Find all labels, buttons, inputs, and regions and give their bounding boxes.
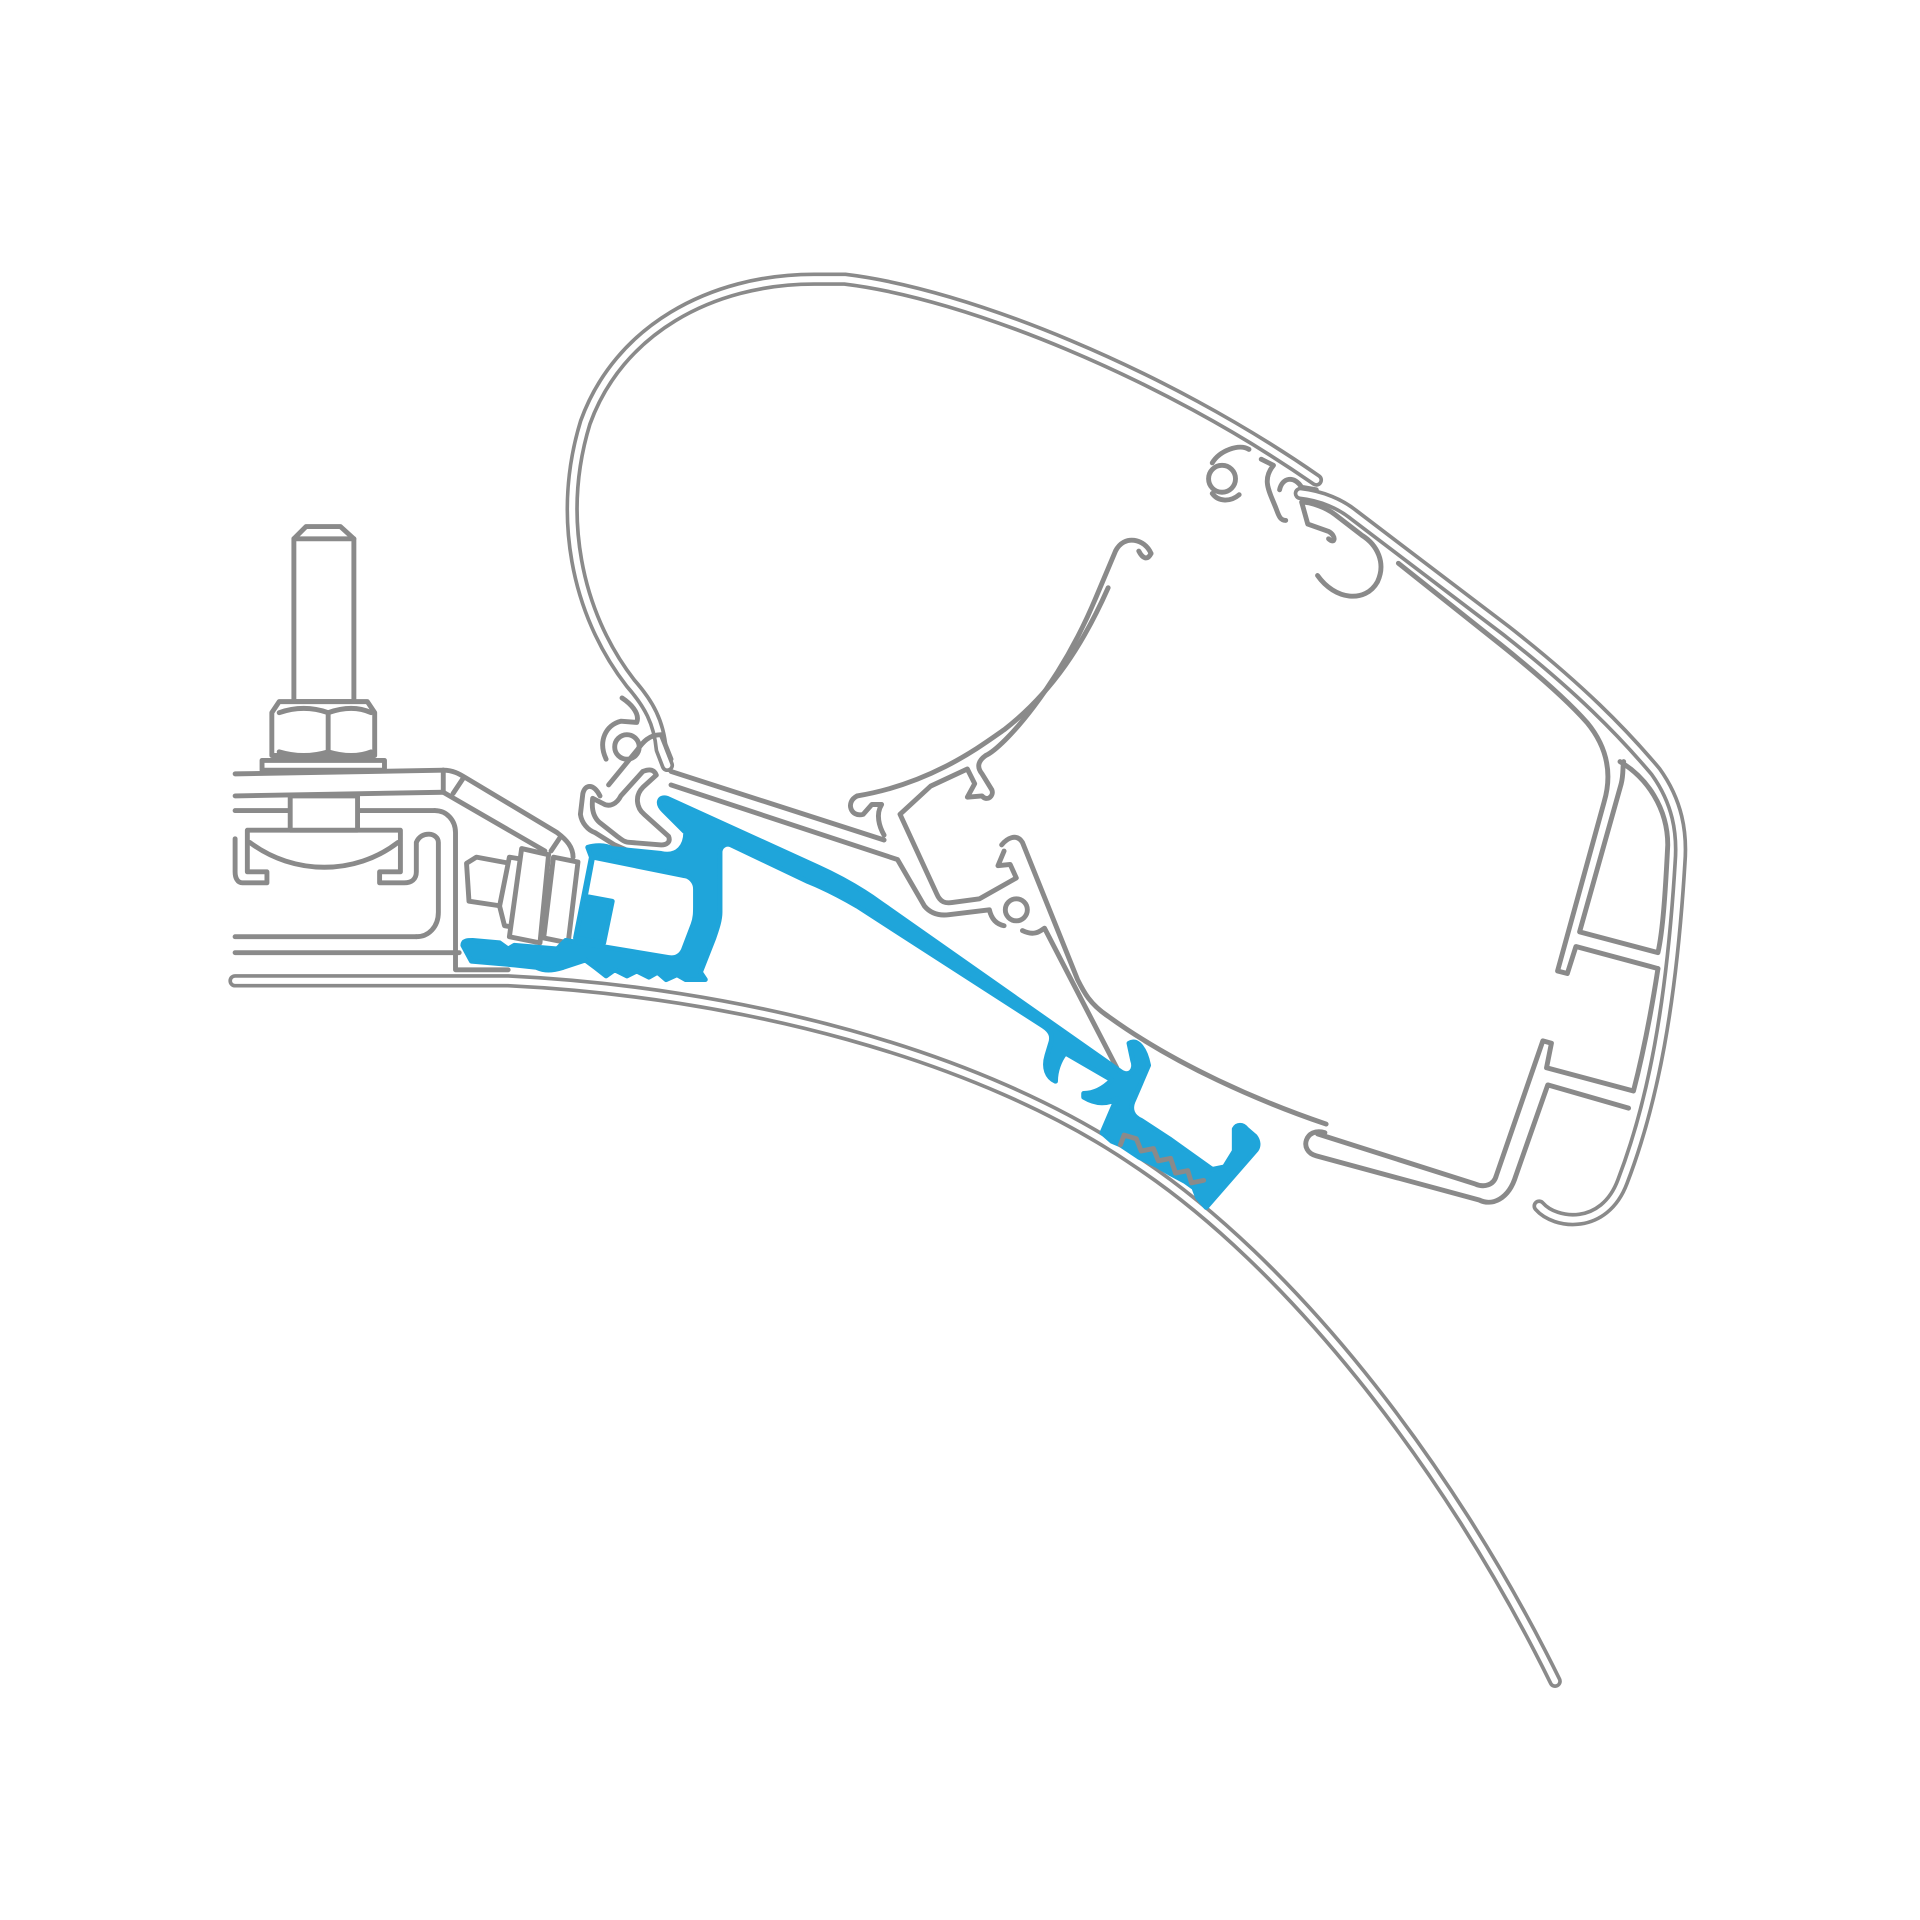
clamp-teeth — [464, 846, 581, 946]
washer-plate — [259, 757, 387, 833]
hex-nut — [269, 699, 378, 758]
awning-casing — [565, 272, 1688, 1227]
bracket-teeth — [1117, 1132, 1207, 1186]
awning-adapter-bracket — [460, 795, 1261, 1210]
mounting-bolt — [291, 524, 357, 705]
vehicle-roof-panel — [228, 974, 1562, 1688]
awning-inner-arm — [577, 444, 1319, 1071]
